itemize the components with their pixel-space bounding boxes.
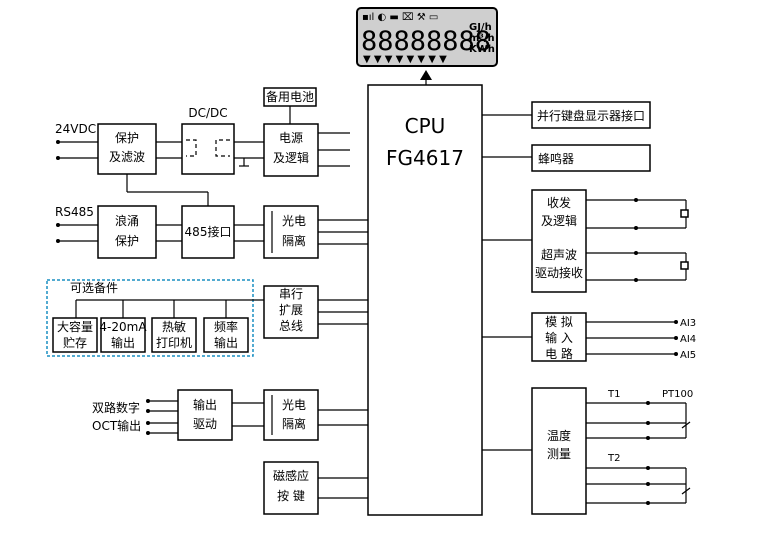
power-logic-box — [263, 123, 319, 177]
serial-label-3: 总线 — [279, 319, 303, 333]
lcd-status-icons: ▪ıl ◐ ▬ ⌧ ⚒ ▭ — [362, 12, 438, 23]
cpu-label: CPU — [405, 114, 446, 138]
lcd-unit-m3h: m³/h — [469, 33, 495, 44]
rs485-label: RS485 — [55, 205, 94, 219]
temp-label-2: 测量 — [547, 447, 571, 461]
opto2-label-2: 隔离 — [282, 416, 306, 431]
lcd-arrow-row: ▼ ▼ ▼ ▼ ▼ ▼ ▼ ▼ — [363, 54, 447, 65]
tx-label-2: 及逻辑 — [541, 214, 577, 228]
analog-label-2: 输 入 — [545, 330, 573, 345]
svg-text:打印机: 打印机 — [156, 336, 192, 350]
cpu-model: FG4617 — [386, 146, 464, 170]
svg-text:大容量: 大容量 — [57, 319, 93, 334]
svg-text:热敏: 热敏 — [162, 319, 186, 334]
optional-module-printer: 热敏 打印机 — [151, 317, 197, 353]
analog-input-box — [531, 312, 587, 362]
protect-label-1: 保护 — [115, 131, 139, 145]
pt100-label: PT100 — [662, 389, 693, 400]
magnetic-key-box — [263, 461, 319, 515]
dcdc-label: DC/DC — [188, 106, 227, 120]
v24-label: 24VDC — [55, 122, 96, 136]
ai5-label: AI5 — [680, 350, 696, 361]
rs485-interface-label: 485接口 — [185, 224, 232, 239]
svg-text:输出: 输出 — [111, 335, 135, 350]
parallel-label: 并行键盘显示器接口 — [537, 108, 645, 123]
serial-label-1: 串行 — [279, 287, 303, 301]
temp-label-1: 温度 — [547, 428, 571, 443]
power-label-1: 电源 — [279, 131, 303, 145]
parallel-interface-box — [531, 101, 651, 129]
rs485-interface-box — [181, 205, 235, 259]
optional-label: 可选备件 — [70, 281, 118, 295]
optional-module-frequency: 频率 输出 — [203, 317, 249, 353]
us-label-1: 超声波 — [541, 247, 577, 262]
t1-label: T1 — [607, 389, 620, 400]
opto2-label-1: 光电 — [282, 398, 306, 412]
temperature-box — [531, 387, 587, 515]
mag-label-1: 磁感应 — [273, 468, 309, 483]
buzzer-box — [531, 144, 651, 172]
oct-output-label: OCT输出 — [92, 418, 141, 433]
serial-label-2: 扩展 — [279, 303, 303, 317]
transducer-1-wiring — [586, 198, 689, 230]
output-driver-box — [177, 389, 233, 441]
ai3-label: AI3 — [680, 318, 696, 329]
dual-digital-label: 双路数字 — [92, 400, 140, 415]
tx-label-1: 收发 — [547, 195, 571, 210]
svg-text:4-20mA: 4-20mA — [99, 320, 147, 334]
analog-label-1: 模 拟 — [545, 315, 573, 329]
optional-module-4-20ma: 4-20mA 输出 — [99, 317, 147, 353]
protect-label-2: 及滤波 — [109, 150, 145, 164]
opto1-label-2: 隔离 — [282, 233, 306, 248]
optional-modules-frame — [46, 279, 254, 357]
optional-module-storage: 大容量 贮存 — [52, 317, 98, 353]
t2-label: T2 — [607, 453, 620, 464]
svg-text:输出: 输出 — [214, 335, 238, 350]
transducer-2-wiring — [586, 251, 689, 282]
output-label-2: 驱动 — [193, 417, 217, 431]
surge-protect-box — [97, 205, 157, 259]
ai4-label: AI4 — [680, 334, 696, 345]
lcd-display: ▪ıl ◐ ▬ ⌧ ⚒ ▭ 88888888 GJ/h m³/h KWh ▼ ▼… — [356, 7, 498, 85]
output-label-1: 输出 — [193, 397, 217, 412]
protect-filter-box — [97, 123, 157, 175]
us-label-2: 驱动接收 — [535, 265, 583, 280]
svg-text:贮存: 贮存 — [63, 335, 87, 350]
opto1-label-1: 光电 — [282, 214, 306, 228]
lcd-unit-gjh: GJ/h — [469, 22, 492, 33]
opto-isolation-box-2 — [263, 389, 319, 441]
transceiver-box — [531, 189, 587, 293]
analog-label-3: 电 路 — [545, 346, 573, 361]
surge-label-1: 浪涌 — [115, 213, 139, 228]
dcdc-box — [181, 123, 235, 175]
mag-label-2: 按 键 — [277, 489, 305, 503]
buzzer-label: 蜂鸣器 — [538, 151, 574, 166]
pt100-t1-wiring — [586, 401, 691, 440]
power-label-2: 及逻辑 — [273, 151, 309, 165]
lcd-digits: 88888888 — [361, 26, 491, 57]
lcd-unit-kwh: KWh — [469, 44, 495, 55]
battery-label: 备用电池 — [266, 90, 314, 104]
surge-label-2: 保护 — [115, 234, 139, 248]
opto-isolation-box-1 — [263, 205, 319, 259]
svg-text:频率: 频率 — [214, 319, 238, 334]
pt100-t2-wiring — [586, 466, 691, 505]
